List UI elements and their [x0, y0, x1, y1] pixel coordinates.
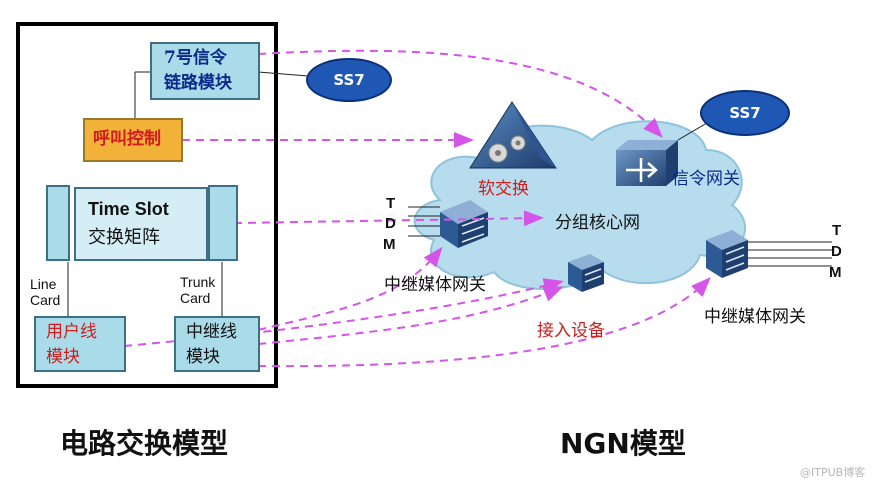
tdm-left-t: T: [386, 195, 396, 212]
ngn-model-caption: NGN模型: [560, 427, 686, 460]
softswitch-label: 软交换: [478, 179, 529, 199]
access-device-icon: [568, 254, 604, 292]
softswitch-gear-pyramid-icon: [469, 101, 557, 169]
time-slot-label: Time Slot: [88, 199, 169, 219]
call-control-box: 呼叫控制: [83, 118, 183, 162]
trunk-line-module: 中继线 模块: [174, 316, 260, 372]
circuit-model-frame: [16, 22, 278, 388]
tdm-left-d: D: [385, 215, 396, 232]
user-line-module-line1: 用户线: [46, 322, 97, 342]
trunk-card-word2: Card: [180, 290, 211, 307]
media-gateway-icon-right: [706, 230, 748, 278]
trunk-card-bar: [208, 185, 238, 261]
ss7-link-module-line2: 链路模块: [164, 73, 232, 93]
tdm-right-t: T: [832, 222, 842, 239]
trunk-gateway-left-label: 中继媒体网关: [384, 275, 486, 295]
trunk-card-word1: Trunk: [180, 274, 216, 290]
ss7-node-left: SS7: [306, 58, 392, 102]
ss7-link-module: 7号信令 链路模块: [150, 42, 260, 100]
trunk-card-label: Trunk Card: [180, 274, 215, 306]
tdm-right-d: D: [831, 243, 842, 260]
line-card-word1: Line: [30, 276, 57, 292]
signaling-gateway-cube-icon: [616, 140, 678, 186]
arrow-trunk-to-right-gateway: [257, 277, 711, 368]
core-network-label: 分组核心网: [555, 213, 640, 233]
arrow-trunk-to-left-gateway: [257, 246, 443, 331]
user-line-module-line2: 模块: [46, 347, 80, 367]
ss7-link-module-line1: 7号信令: [164, 48, 227, 68]
signaling-gateway-label: 信令网关: [672, 169, 740, 189]
tdm-lines: [408, 206, 832, 267]
arrow-timeslot-to-core: [177, 210, 544, 227]
time-slot-matrix: Time Slot 交换矩阵: [74, 187, 208, 261]
watermark: @ITPUB博客: [800, 466, 866, 479]
trunk-line-module-line2: 模块: [186, 347, 220, 367]
media-gateway-icon-left: [440, 200, 488, 248]
circuit-connectors: [67, 71, 223, 318]
access-device-label: 接入设备: [537, 321, 605, 341]
ss7-node-right: SS7: [700, 90, 790, 136]
line-card-label: Line Card: [30, 276, 60, 308]
trunk-line-module-line1: 中继线: [186, 322, 237, 342]
line-card-bar: [46, 185, 70, 261]
user-line-module: 用户线 模块: [34, 316, 126, 372]
switch-matrix-label: 交换矩阵: [88, 227, 160, 248]
tdm-left-m: M: [383, 236, 396, 253]
trunk-gateway-right-label: 中继媒体网关: [704, 307, 806, 327]
tdm-right-m: M: [829, 264, 842, 281]
circuit-model-caption: 电路交换模型: [60, 427, 229, 460]
line-card-word2: Card: [30, 292, 61, 309]
call-control-label: 呼叫控制: [93, 129, 161, 149]
ss7-connector-left: [257, 71, 309, 77]
